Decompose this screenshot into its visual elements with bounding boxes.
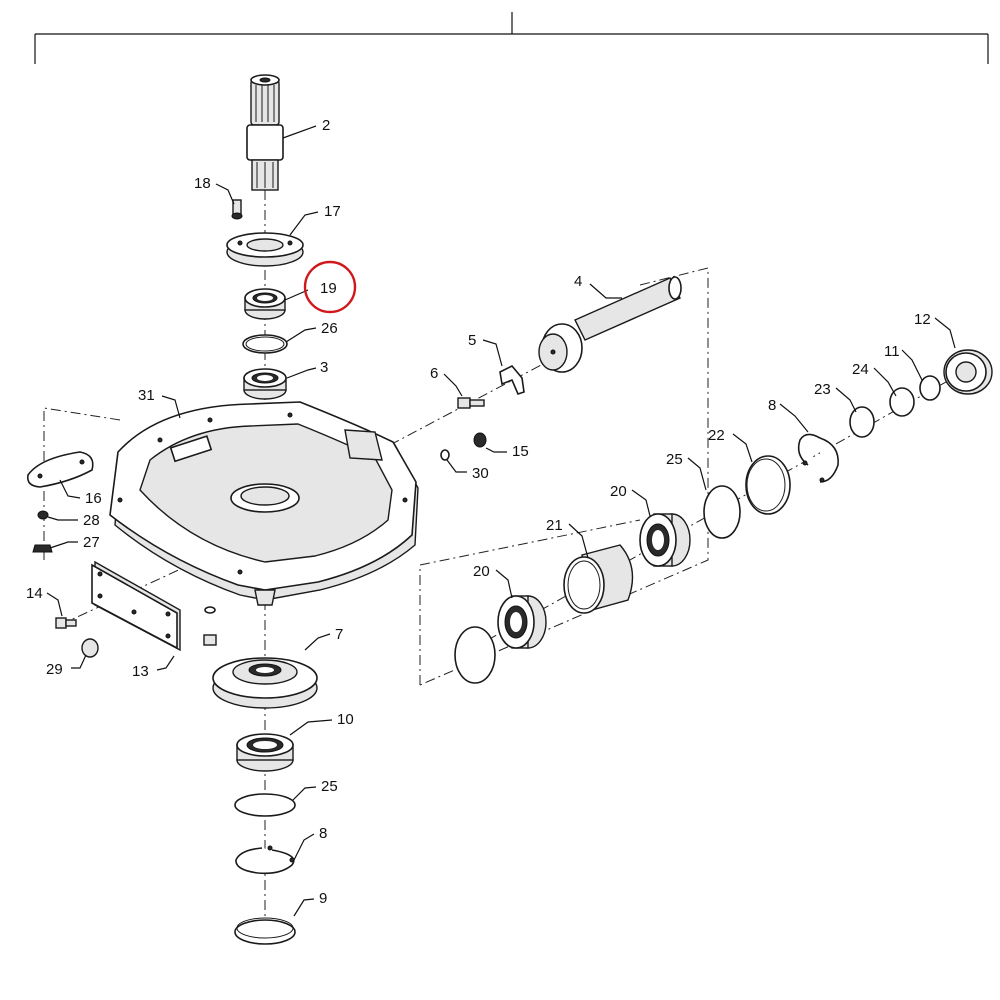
label-19: 19: [320, 280, 337, 297]
part-15-breather: [473, 432, 487, 448]
part-27-wing-screw: [32, 544, 53, 553]
label-20-upper: 20: [610, 483, 627, 500]
part-8-snap-ring-right: [797, 433, 839, 483]
label-30: 30: [472, 465, 489, 482]
right-dashed-frame: [419, 519, 641, 685]
highlight-circle: [303, 260, 357, 314]
part-25-o-ring-lower: [234, 793, 296, 817]
part-28-washer: [37, 510, 49, 520]
label-8-lower: 8: [319, 825, 327, 842]
label-20-lower: 20: [473, 563, 490, 580]
part-labels: 2 18 17 19 26 3 4 5 6 15 30 31 16 28 27 …: [26, 117, 931, 907]
center-line-left-lower: [59, 559, 201, 626]
part-3-bearing: [243, 368, 287, 400]
housing-plug: [203, 634, 217, 646]
label-21: 21: [546, 517, 563, 534]
label-7: 7: [335, 626, 343, 643]
part-14-bolt: [55, 617, 77, 629]
assembly-bracket: [34, 12, 989, 64]
part-23-ring: [849, 406, 875, 438]
housing-washer: [204, 606, 216, 614]
center-line-left: [43, 407, 121, 560]
label-25-right: 25: [666, 451, 683, 468]
label-8-right: 8: [768, 397, 776, 414]
part-8-snap-ring-lower: [235, 847, 295, 875]
part-12-seal: [943, 349, 993, 395]
end-o-ring: [454, 626, 496, 684]
part-18-screw: [231, 199, 243, 220]
part-16-cover: [26, 451, 94, 488]
part-20-bearing-upper: [639, 513, 691, 567]
label-6: 6: [430, 365, 438, 382]
label-23: 23: [814, 381, 831, 398]
part-17-retainer: [226, 232, 304, 267]
label-16: 16: [85, 490, 102, 507]
part-21-spacer: [563, 544, 634, 614]
label-22: 22: [708, 427, 725, 444]
label-27: 27: [83, 534, 100, 551]
label-5: 5: [468, 332, 476, 349]
label-12: 12: [914, 311, 931, 328]
label-31: 31: [138, 387, 155, 404]
label-4: 4: [574, 273, 582, 290]
label-24: 24: [852, 361, 869, 378]
part-2-input-shaft: [246, 74, 284, 191]
part-7-seal-carrier: [212, 657, 318, 709]
label-13: 13: [132, 663, 149, 680]
part-22-ring: [745, 455, 791, 515]
part-5-bracket: [499, 365, 525, 395]
part-25-o-ring-right: [703, 485, 741, 539]
part-20-bearing-lower: [497, 595, 547, 649]
label-15: 15: [512, 443, 529, 460]
label-18: 18: [194, 175, 211, 192]
label-25-lower: 25: [321, 778, 338, 795]
label-2: 2: [322, 117, 330, 134]
label-10: 10: [337, 711, 354, 728]
part-11-snap-ring: [919, 375, 941, 401]
part-4-output-shaft: [538, 276, 682, 373]
part-10-bearing: [236, 733, 294, 772]
label-28: 28: [83, 512, 100, 529]
part-6-bolt: [457, 397, 485, 409]
label-17: 17: [324, 203, 341, 220]
part-29-plug: [81, 638, 99, 658]
label-11: 11: [884, 343, 900, 360]
label-14: 14: [26, 585, 43, 602]
part-19-bearing: [244, 288, 286, 320]
part-26-o-ring: [242, 334, 288, 354]
label-9: 9: [319, 890, 327, 907]
part-13-side-plate: [91, 560, 181, 652]
part-9-ring: [234, 917, 296, 945]
label-3: 3: [320, 359, 328, 376]
shaft-axis: [389, 354, 561, 446]
label-29: 29: [46, 661, 63, 678]
part-31-housing: [109, 401, 419, 606]
leader-lines: [46, 125, 956, 917]
part-30-washer: [440, 449, 450, 461]
label-26: 26: [321, 320, 338, 337]
